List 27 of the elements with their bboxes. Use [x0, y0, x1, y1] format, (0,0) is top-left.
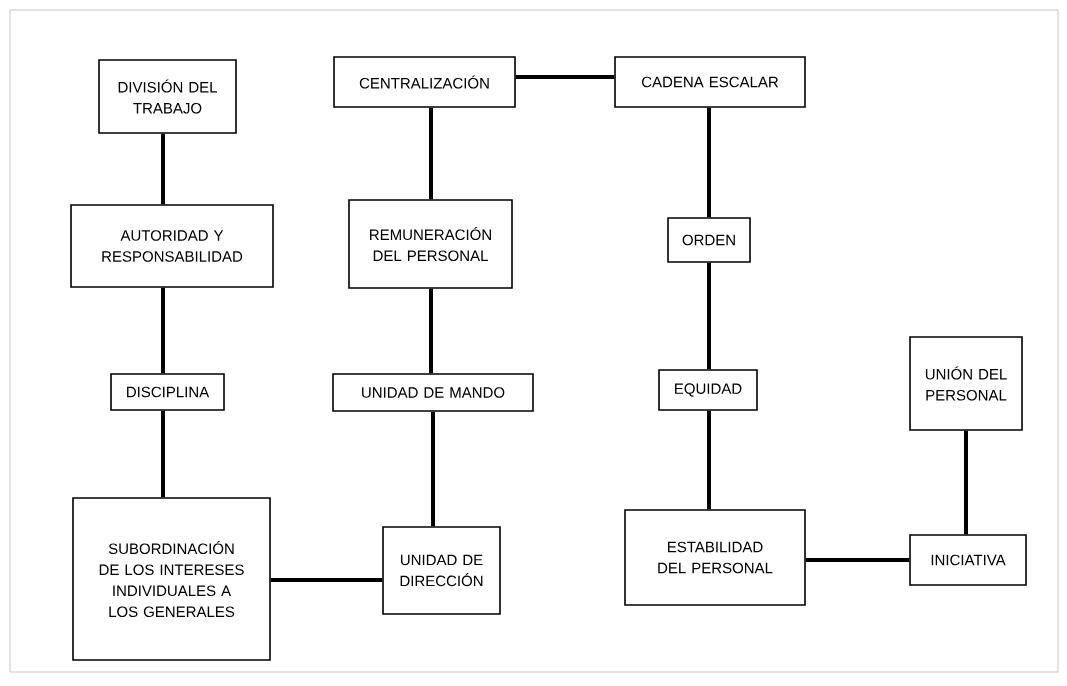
- principle-box: UNIDAD DE DIRECCIÓN: [382, 526, 501, 615]
- connector-line: [161, 133, 165, 205]
- connector-line: [805, 558, 910, 562]
- principle-box: INICIATIVA: [909, 534, 1027, 586]
- connector-line: [431, 411, 435, 527]
- connector-line: [429, 107, 433, 200]
- principle-box: ESTABILIDAD DEL PERSONAL: [624, 509, 806, 606]
- connector-line: [964, 430, 968, 535]
- connector-line: [707, 107, 711, 218]
- connector-line: [161, 287, 165, 374]
- principle-box: EQUIDAD: [658, 369, 758, 411]
- principle-box: AUTORIDAD Y RESPONSABILIDAD: [70, 204, 274, 288]
- principle-box: DIVISIÓN DEL TRABAJO: [98, 59, 237, 134]
- connector-line: [707, 410, 711, 510]
- principle-box: CENTRALIZACIÓN: [333, 56, 516, 108]
- connector-line: [161, 410, 165, 498]
- connector-line: [270, 578, 383, 582]
- principle-box: CADENA ESCALAR: [614, 56, 806, 108]
- principle-box: SUBORDINACIÓN DE LOS INTERESES INDIVIDUALES A LOS GENERALES: [72, 497, 271, 661]
- principle-box: ORDEN: [667, 217, 751, 263]
- principle-box: UNIDAD DE MANDO: [332, 373, 534, 412]
- connector-line: [515, 75, 615, 79]
- principle-box: DISCIPLINA: [110, 373, 225, 411]
- principle-box: UNIÓN DEL PERSONAL: [909, 336, 1023, 431]
- connector-line: [707, 262, 711, 370]
- connector-line: [429, 288, 433, 374]
- principle-box: REMUNERACIÓN DEL PERSONAL: [348, 199, 513, 289]
